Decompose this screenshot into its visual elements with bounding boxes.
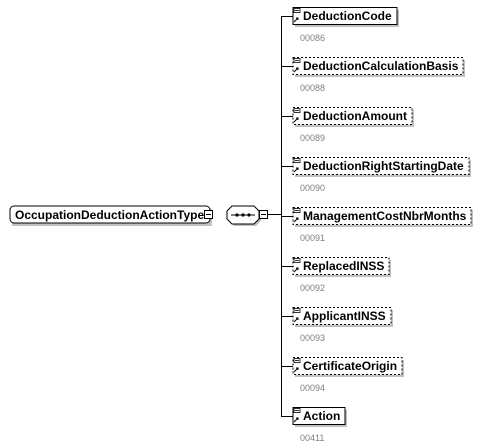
sequence-compositor[interactable] <box>226 205 261 226</box>
element-label: ReplacedINSS <box>303 259 384 273</box>
element-code: 00089 <box>300 133 325 143</box>
element-DeductionCalculationBasis[interactable]: DeductionCalculationBasis 00088 <box>292 57 465 94</box>
element-DeductionRightStartingDate[interactable]: DeductionRightStartingDate 00090 <box>292 157 471 194</box>
element-icon <box>293 58 301 73</box>
element-CertificateOrigin[interactable]: CertificateOrigin 00094 <box>292 357 404 394</box>
connector-lines <box>268 16 293 417</box>
root-element[interactable]: OccupationDeductionActionType <box>9 205 212 226</box>
element-code: 00092 <box>300 283 325 293</box>
element-Action[interactable]: Action 00411 <box>292 407 347 444</box>
element-label: ApplicantINSS <box>303 309 386 323</box>
element-code: 00088 <box>300 83 325 93</box>
element-icon <box>293 158 301 173</box>
element-code: 00411 <box>300 433 324 443</box>
element-label: ManagementCostNbrMonths <box>303 209 467 223</box>
element-code: 00086 <box>300 33 325 43</box>
element-ReplacedINSS[interactable]: ReplacedINSS 00092 <box>292 257 391 294</box>
element-code: 00093 <box>300 333 325 343</box>
element-code: 00094 <box>300 383 325 393</box>
element-icon <box>293 308 301 323</box>
sequence-collapse-icon[interactable] <box>259 210 268 219</box>
element-icon <box>293 408 301 423</box>
element-code: 00091 <box>300 233 325 243</box>
element-code: 00090 <box>300 183 325 193</box>
element-DeductionAmount[interactable]: DeductionAmount 00089 <box>292 107 414 144</box>
element-label: DeductionAmount <box>303 109 407 123</box>
element-icon <box>293 358 301 373</box>
element-icon <box>293 8 301 23</box>
root-collapse-icon[interactable] <box>204 210 213 219</box>
element-label: CertificateOrigin <box>303 359 397 373</box>
element-label: DeductionRightStartingDate <box>303 159 464 173</box>
root-element-label: OccupationDeductionActionType <box>15 208 204 222</box>
element-ManagementCostNbrMonths[interactable]: ManagementCostNbrMonths 00091 <box>292 207 473 244</box>
element-label: DeductionCalculationBasis <box>303 59 459 73</box>
sequence-compositor-icon <box>231 213 255 217</box>
element-DeductionCode[interactable]: DeductionCode 00086 <box>292 7 399 44</box>
element-ApplicantINSS[interactable]: ApplicantINSS 00093 <box>292 307 393 344</box>
element-label: Action <box>303 409 340 423</box>
element-icon <box>293 208 301 223</box>
element-icon <box>293 258 301 273</box>
element-icon <box>293 108 301 123</box>
element-label: DeductionCode <box>303 9 392 23</box>
child-elements: DeductionCode 00086DeductionCalculationBa… <box>292 7 473 444</box>
